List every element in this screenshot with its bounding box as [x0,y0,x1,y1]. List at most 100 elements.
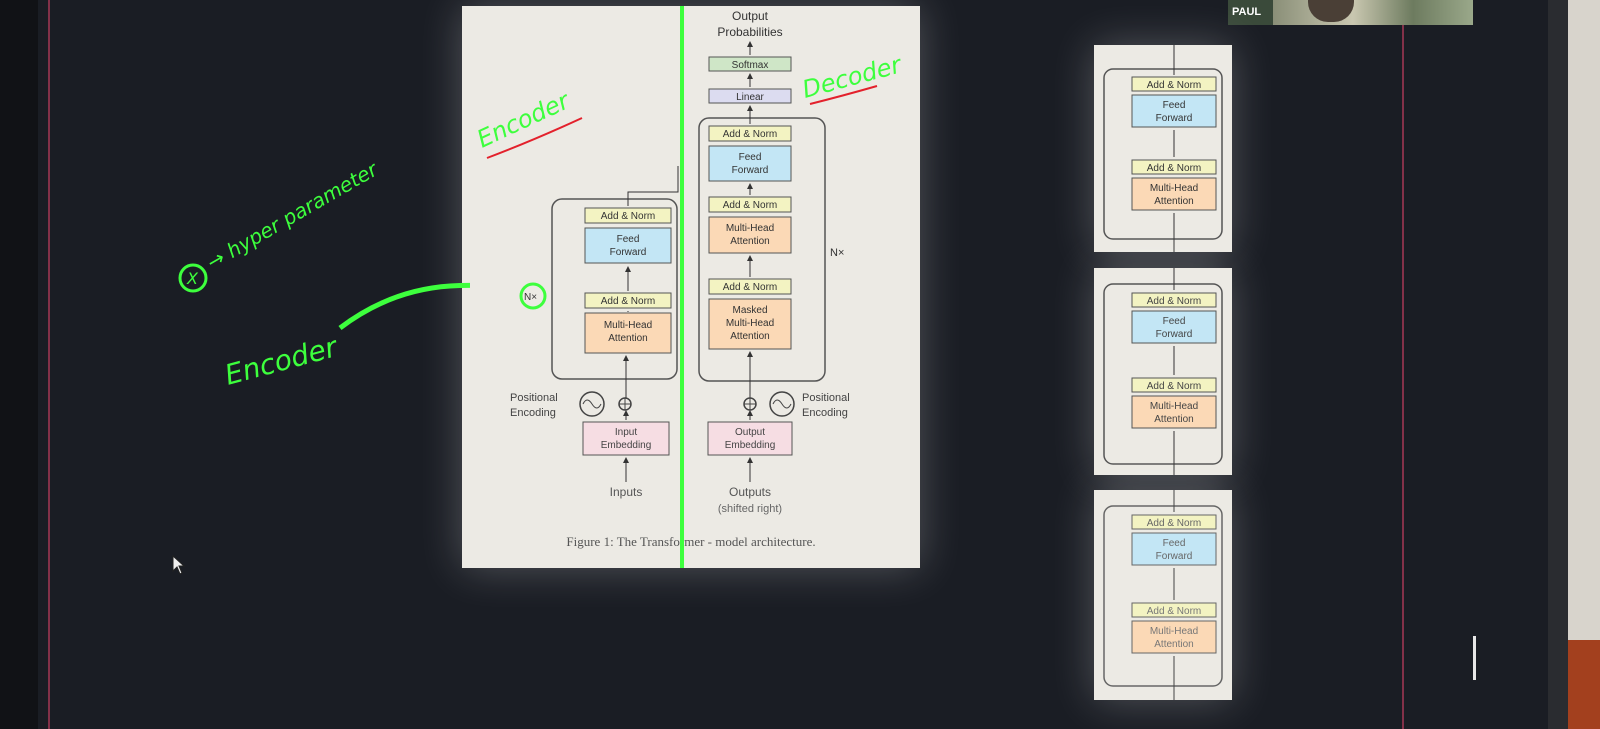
annotation-encoder-underline [486,117,583,159]
encoder-add-norm-bottom-label: Add & Norm [601,296,655,307]
shifted-right-label: (shifted right) [718,503,782,515]
svg-text:Multi-Head: Multi-Head [1150,401,1198,412]
encoder-feed-forward [584,227,672,264]
svg-text:Add & Norm: Add & Norm [1147,518,1201,529]
decoder-feed-forward [708,145,792,182]
mouse-cursor-icon [172,555,186,575]
encoder-feed-forward-label-1: Feed [617,234,640,245]
figure-caption: Figure 1: The Transformer - model archit… [566,534,815,549]
encoder-positional-encoding-label-2: Encoding [510,407,556,419]
thumb3-add-norm-top [1131,514,1217,530]
thumb1-add-norm-top [1131,76,1217,92]
svg-text:Attention: Attention [1154,414,1193,425]
thumb1-feed-forward [1131,94,1217,128]
decoder-block [698,117,826,382]
encoder-block [551,198,678,380]
output-embedding-label-1: Output [735,427,765,438]
decoder-multi-head-attention [708,216,792,254]
screen-right-edge [1402,0,1404,729]
svg-text:Attention: Attention [1154,196,1193,207]
annotation-decoder-label: Decoder [799,50,906,104]
encoder-add-norm-top [584,207,672,224]
encoder-sine-icon [579,391,605,417]
decoder-sine-icon [769,391,795,417]
decoder-add-norm-2 [708,196,792,213]
encoder-multi-head-attention [584,312,672,354]
encoder-nx-label: N× [524,292,537,303]
svg-text:Multi-Head: Multi-Head [1150,183,1198,194]
softmax-label: Softmax [732,60,769,71]
svg-text:Add & Norm: Add & Norm [1147,381,1201,392]
svg-text:Multi-Head: Multi-Head [1150,626,1198,637]
thumb2-feed-forward [1131,310,1217,344]
svg-text:Add & Norm: Add & Norm [1147,606,1201,617]
svg-text:Forward: Forward [1156,329,1193,340]
decoder-positional-encoding-label-2: Encoding [802,407,848,419]
decoder-masked-attention [708,298,792,350]
softmax-layer [708,56,792,72]
input-embedding-label-2: Embedding [601,440,652,451]
transformer-diagram: Add & Norm Feed Forward Add & Norm Multi… [473,6,906,568]
input-embedding [582,421,670,456]
svg-text:Feed: Feed [1163,316,1186,327]
thumb2-attention [1131,395,1217,429]
thumbnail-encoder-layer-3[interactable]: Add & Norm Feed Forward Add & Norm Multi… [1094,490,1232,700]
annotation-arrow-to-nx [338,282,470,330]
decoder-ff-label-2: Forward [732,165,769,176]
decoder-masked-label-2: Multi-Head [726,318,774,329]
decoder-add-norm-3 [708,278,792,295]
svg-text:Feed: Feed [1163,538,1186,549]
slide-main[interactable]: Add & Norm Feed Forward Add & Norm Multi… [462,6,920,568]
outputs-label: Outputs [729,485,771,499]
output-probabilities-label-1: Output [732,9,769,23]
thumb1-attention [1131,177,1217,211]
thumbnail-encoder-layer-2[interactable]: Add & Norm Feed Forward Add & Norm Multi… [1094,268,1232,475]
svg-text:Attention: Attention [1154,639,1193,650]
svg-text:Feed: Feed [1163,100,1186,111]
scrollbar-thumb[interactable] [1473,636,1476,680]
input-embedding-label-1: Input [615,427,637,438]
nx-highlight-circle [519,282,547,310]
svg-text:Forward: Forward [1156,113,1193,124]
encoder-feed-forward-label-2: Forward [610,247,647,258]
participant-avatar [1308,0,1354,22]
linear-label: Linear [736,92,764,103]
thumb1-add-norm-bottom [1131,159,1217,175]
decoder-nx-label: N× [830,247,844,259]
decoder-mha-label-1: Multi-Head [726,223,774,234]
annotation-decoder-underline [809,85,878,105]
annotation-hyperparameter: → hyper parameter [203,156,384,274]
svg-text:Forward: Forward [1156,551,1193,562]
participant-video-tile[interactable]: PAUL [1228,0,1473,25]
annotation-encoder-left: Encoder [221,330,342,392]
encoder-positional-encoding-label-1: Positional [510,392,558,404]
background-object [1568,640,1600,729]
thumb2-add-norm-top [1131,292,1217,308]
thumb3-attention [1131,620,1217,654]
encoder-mha-label-2: Attention [608,333,647,344]
participant-name: PAUL [1232,6,1262,18]
thumb3-feed-forward [1131,532,1217,566]
thumb3-add-norm-bottom [1131,602,1217,618]
decoder-add-norm-2-label: Add & Norm [723,200,777,211]
inputs-label: Inputs [610,485,643,499]
participant-video [1273,0,1473,25]
left-annotations: X → hyper parameter Encoder [178,156,470,392]
decoder-positional-encoding-label-1: Positional [802,392,850,404]
decoder-mha-label-2: Attention [730,236,769,247]
svg-text:Add & Norm: Add & Norm [1147,296,1201,307]
linear-layer [708,88,792,104]
thumbnail-encoder-layer-1[interactable]: Add & Norm Feed Forward Add & Norm Multi… [1094,45,1232,252]
svg-text:Add & Norm: Add & Norm [1147,80,1201,91]
decoder-masked-label-3: Attention [730,331,769,342]
decoder-add-norm-1 [708,125,792,142]
encoder-mha-label-1: Multi-Head [604,320,652,331]
output-embedding [707,421,793,456]
decoder-add-norm-3-label: Add & Norm [723,282,777,293]
decoder-add-norm-1-label: Add & Norm [723,129,777,140]
decoder-ff-label-1: Feed [739,152,762,163]
decoder-masked-label-1: Masked [732,305,767,316]
encoder-add-norm-bottom [584,292,672,309]
annotation-x-symbol: X [186,269,199,288]
encoder-add-norm-top-label: Add & Norm [601,211,655,222]
